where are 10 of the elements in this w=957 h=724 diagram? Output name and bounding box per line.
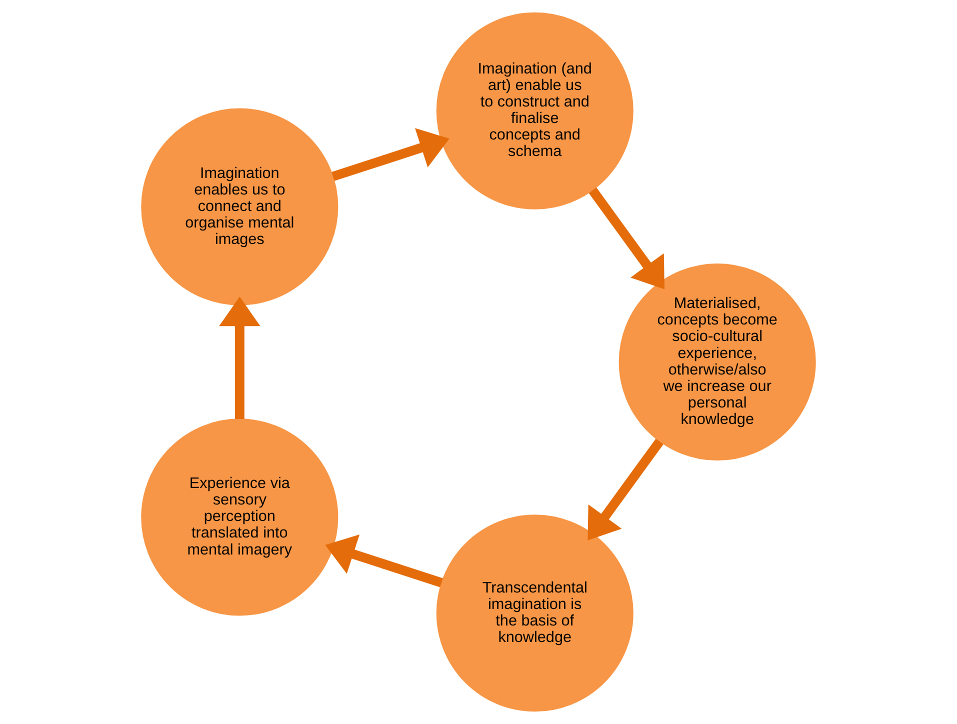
node-circle: Experience via sensory perception translated into mental imagery [141, 418, 338, 616]
node-circle: Transcendental imagination is the basis of knowledge [436, 514, 634, 712]
node-circle: Materialised, concepts become socio-cultural experience, otherwise/also we increase our personal knowledge [618, 263, 816, 461]
arrow [588, 188, 664, 290]
arrow [332, 128, 450, 181]
arrow [325, 534, 443, 588]
arrow [219, 296, 260, 419]
node-circle: Imagination enables us to connect and organise mental images [141, 108, 338, 306]
node-circle: Imagination (and art) enable us to construct and finalise concepts and schema [436, 12, 634, 210]
arrow [588, 438, 664, 540]
